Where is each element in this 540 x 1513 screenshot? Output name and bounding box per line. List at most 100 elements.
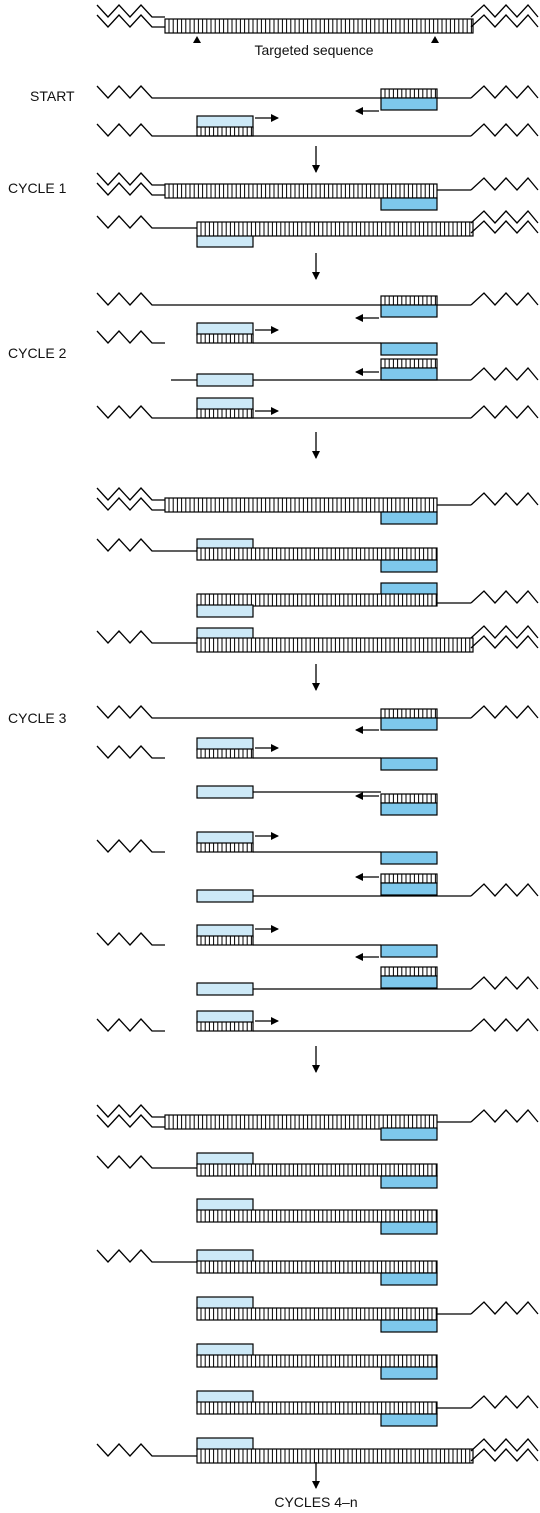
reverse-primer xyxy=(380,802,438,816)
forward-primer xyxy=(196,831,254,845)
zigzag-icon xyxy=(470,492,539,506)
forward-primer xyxy=(196,1198,254,1212)
forward-primer xyxy=(196,1249,254,1263)
zigzag-icon xyxy=(96,1249,165,1263)
zigzag-icon xyxy=(96,497,165,511)
reverse-primer xyxy=(380,511,438,525)
zigzag-icon xyxy=(470,220,539,234)
reverse-primer xyxy=(380,1413,438,1427)
cycle-3-label: CYCLE 3 xyxy=(8,710,67,726)
base-pair-ticks xyxy=(384,967,436,976)
reverse-primer xyxy=(380,342,438,356)
reverse-primer xyxy=(380,367,438,381)
reverse-primer xyxy=(380,1175,438,1189)
zigzag-icon xyxy=(96,932,165,946)
targeted-sequence-label: Targeted sequence xyxy=(254,42,373,58)
reverse-primer xyxy=(380,882,438,896)
zigzag-icon xyxy=(96,1155,165,1169)
zigzag-icon xyxy=(470,625,539,639)
base-pair-ticks xyxy=(384,296,436,305)
base-pair-ticks xyxy=(384,794,436,803)
base-pair-ticks xyxy=(168,184,435,198)
forward-primer xyxy=(196,889,254,903)
start-label: START xyxy=(30,88,75,104)
zigzag-icon xyxy=(470,210,539,224)
forward-primer xyxy=(196,604,254,618)
base-pair-ticks xyxy=(200,1022,252,1031)
zigzag-icon xyxy=(96,4,165,18)
primer-ladder xyxy=(196,333,254,344)
zigzag-icon xyxy=(96,745,165,759)
base-pair-ticks xyxy=(200,1308,437,1320)
forward-primer xyxy=(196,115,254,129)
forward-primer xyxy=(196,1390,254,1404)
extended-duplex xyxy=(196,1163,438,1177)
base-pair-ticks xyxy=(200,222,471,236)
reverse-primer xyxy=(380,717,438,731)
reverse-primer xyxy=(380,757,438,771)
zigzag-icon xyxy=(96,1114,165,1128)
zigzag-icon xyxy=(96,839,165,853)
zigzag-icon xyxy=(96,14,165,28)
extended-duplex xyxy=(196,1260,438,1274)
zigzag-icon xyxy=(470,292,539,306)
zigzag-icon xyxy=(470,1301,539,1315)
zigzag-icon xyxy=(470,590,539,604)
base-pair-ticks xyxy=(200,548,437,560)
zigzag-icon xyxy=(96,538,165,552)
base-pair-ticks xyxy=(168,1115,435,1129)
base-pair-ticks xyxy=(200,749,252,758)
extended-duplex xyxy=(196,1307,438,1321)
base-pair-ticks xyxy=(200,843,252,852)
forward-primer xyxy=(196,1152,254,1166)
forward-primer xyxy=(196,322,254,336)
zigzag-icon xyxy=(470,367,539,381)
extended-duplex xyxy=(196,1401,438,1415)
zigzag-icon xyxy=(96,182,165,196)
reverse-primer xyxy=(380,1366,438,1380)
zigzag-icon xyxy=(470,405,539,419)
forward-primer xyxy=(196,234,254,248)
zigzag-icon xyxy=(470,1438,539,1452)
base-pair-ticks xyxy=(200,594,437,606)
extended-duplex xyxy=(164,183,438,199)
forward-primer xyxy=(196,737,254,751)
base-pair-ticks xyxy=(200,127,252,136)
zigzag-icon xyxy=(470,123,539,137)
extended-duplex xyxy=(196,547,438,561)
extended-duplex xyxy=(196,1354,438,1368)
forward-primer xyxy=(196,1437,254,1451)
reverse-primer xyxy=(380,559,438,573)
forward-primer xyxy=(196,924,254,938)
triangle-marker-icon xyxy=(193,36,201,43)
base-pair-ticks xyxy=(200,1449,471,1463)
zigzag-icon xyxy=(470,177,539,191)
zigzag-icon xyxy=(470,883,539,897)
zigzag-icon xyxy=(96,630,165,644)
zigzag-icon xyxy=(96,1443,165,1457)
reverse-primer xyxy=(380,582,438,596)
zigzag-icon xyxy=(470,635,539,649)
base-pair-ticks xyxy=(384,89,436,98)
reverse-primer xyxy=(380,1319,438,1333)
zigzag-icon xyxy=(96,487,165,501)
reverse-primer xyxy=(380,944,438,958)
reverse-primer xyxy=(380,1127,438,1141)
base-pair-ticks xyxy=(200,1261,437,1273)
zigzag-icon xyxy=(470,4,539,18)
zigzag-icon xyxy=(96,1104,165,1118)
zigzag-icon xyxy=(96,1018,165,1032)
zigzag-icon xyxy=(470,976,539,990)
reverse-primer xyxy=(380,197,438,211)
zigzag-icon xyxy=(470,14,539,28)
zigzag-icon xyxy=(96,405,165,419)
base-pair-ticks xyxy=(200,1402,437,1414)
zigzag-icon xyxy=(470,1018,539,1032)
base-pair-ticks xyxy=(200,1355,437,1367)
extended-duplex xyxy=(196,593,438,607)
zigzag-icon xyxy=(96,292,165,306)
base-pair-ticks xyxy=(200,1210,437,1222)
strand-drawing xyxy=(96,4,539,1489)
base-pair-ticks xyxy=(384,359,436,368)
